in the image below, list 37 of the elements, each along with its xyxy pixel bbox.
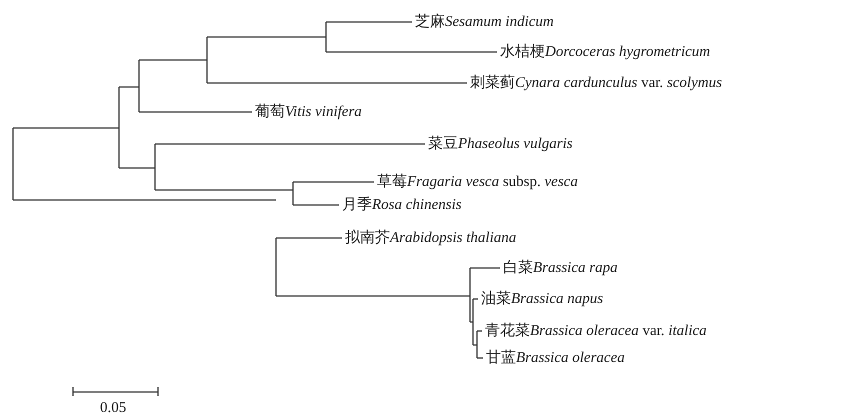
common-name: 草莓 <box>377 174 407 190</box>
common-name: 芝麻 <box>415 14 445 30</box>
species-name: Vitis vinifera <box>285 104 362 120</box>
common-name: 拟南芥 <box>345 230 390 246</box>
species-name: Dorcoceras hygrometricum <box>545 44 710 60</box>
common-name: 青花菜 <box>485 323 530 339</box>
common-name: 刺菜蓟 <box>470 75 515 91</box>
branch-line <box>276 237 342 239</box>
common-name: 甘蓝 <box>486 350 516 366</box>
branch-line <box>139 111 252 113</box>
species-name: Brassica napus <box>511 291 604 307</box>
common-name: 油菜 <box>481 291 511 307</box>
species-name: Brassica oleracea <box>516 350 625 366</box>
branch-line <box>207 82 467 84</box>
branch-line <box>470 267 500 269</box>
species-name: Fragaria vesca subsp. vesca <box>407 174 578 190</box>
branch-line <box>326 21 412 23</box>
common-name: 月季 <box>342 197 372 213</box>
branch-line <box>293 181 374 183</box>
branch-line <box>473 298 478 300</box>
scale-value: 0.05 <box>100 399 126 418</box>
branch-line <box>326 51 497 53</box>
species-name: Arabidopsis thaliana <box>390 230 516 246</box>
common-name: 白菜 <box>503 260 533 276</box>
species-name: Cynara cardunculus var. scolymus <box>515 75 722 91</box>
branch-line <box>155 143 425 145</box>
common-name: 葡萄 <box>255 104 285 120</box>
species-name: Sesamum indicum <box>445 14 554 30</box>
species-name: Brassica rapa <box>533 260 618 276</box>
branch-line <box>293 204 339 206</box>
branch-line <box>477 357 483 359</box>
species-name: Rosa chinensis <box>372 197 462 213</box>
common-name: 水桔梗 <box>500 44 545 60</box>
branch-line <box>477 330 482 332</box>
common-name: 菜豆 <box>428 136 458 152</box>
species-name: Phaseolus vulgaris <box>458 136 573 152</box>
species-name: Brassica oleracea var. italica <box>530 323 707 339</box>
